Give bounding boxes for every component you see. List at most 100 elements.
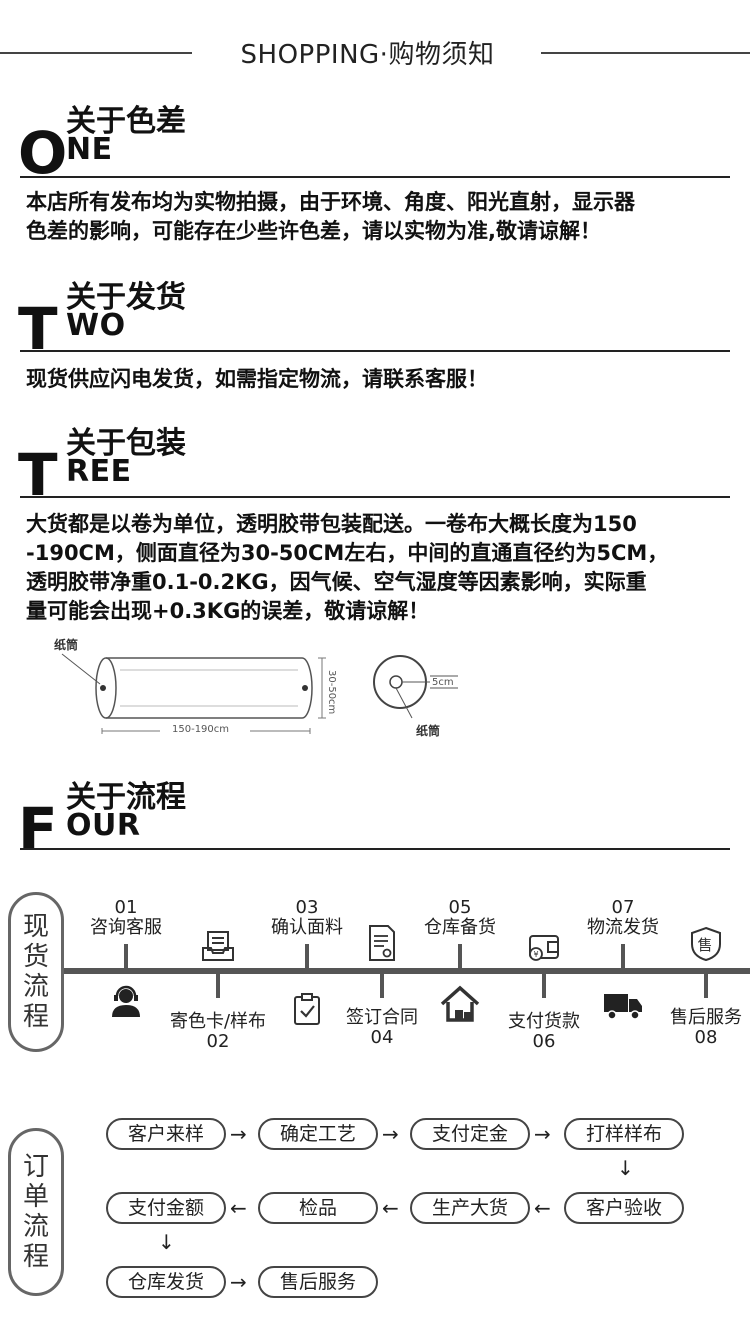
vertical-char: 程 (22, 1242, 49, 1272)
inbox-tray-icon (202, 931, 234, 961)
order-step-pay-amount: 支付金额 (106, 1192, 226, 1224)
arrow-down: ↓ (158, 1230, 175, 1254)
arrow-right: → (382, 1122, 399, 1146)
order-step-customer-acceptance: 客户验收 (564, 1192, 684, 1224)
order-step-after-sales: 售后服务 (258, 1266, 378, 1298)
step-number: 07 (611, 897, 635, 918)
tube-label: 纸筒 (54, 638, 79, 652)
step-label: 支付货款 (508, 1011, 580, 1032)
vertical-char: 流 (22, 1212, 49, 1242)
vertical-char: 现 (22, 912, 49, 942)
stock-process-flow: 现 货 流 程 01 咨询客服 寄色卡/样布 02 03 确认面料 (0, 880, 750, 1060)
vertical-char: 程 (22, 1002, 49, 1032)
section-two-title: 关于发货 (66, 280, 186, 315)
header-rule-right (541, 52, 750, 54)
page-header: SHOPPING·购物须知 (0, 30, 750, 76)
vertical-char: 订 (22, 1152, 49, 1182)
section-four-rule (20, 848, 730, 850)
step-number: 03 (295, 897, 319, 918)
section-two-en: WO (66, 308, 126, 343)
section-two-initial: T (18, 295, 58, 363)
core-tube-label: 纸筒 (416, 724, 441, 738)
section-three-en: REE (66, 454, 132, 489)
clipboard-check-icon (294, 993, 320, 1025)
order-step-pay-deposit: 支付定金 (410, 1118, 530, 1150)
section-four-en: OUR (66, 808, 141, 843)
timeline-tick (542, 972, 546, 998)
step-06: 支付货款 06 (508, 1012, 580, 1052)
step-label: 售后服务 (670, 1007, 742, 1028)
step-label: 仓库备货 (424, 917, 496, 938)
step-08: 售后服务 08 (670, 1008, 742, 1048)
fabric-roll-illustration (61, 653, 458, 734)
timeline-line (64, 968, 750, 974)
warehouse-icon (440, 985, 480, 1022)
arrow-left: ← (534, 1196, 551, 1220)
order-process-label: 订 单 流 程 (8, 1128, 64, 1296)
step-01: 01 咨询客服 (90, 898, 162, 938)
step-label: 寄色卡/样布 (169, 1011, 267, 1032)
order-process-flow: 订 单 流 程 客户来样 → 确定工艺 → 支付定金 → 打样样布 ↓ 支付金额… (0, 1110, 750, 1310)
timeline-tick (704, 972, 708, 998)
order-step-inspection: 检品 (258, 1192, 378, 1224)
section-one-rule (20, 176, 730, 178)
section-one-en: NE (66, 132, 113, 167)
section-one-text: 本店所有发布均为实物拍摄，由于环境、角度、阳光直射，显示器 色差的影响，可能存在… (26, 188, 732, 246)
timeline-tick (305, 944, 309, 970)
text-line: 量可能会出现+0.3KG的误差，敬请谅解！ (26, 599, 430, 623)
step-03: 03 确认面料 (271, 898, 343, 938)
timeline-tick (124, 944, 128, 970)
step-number: 02 (206, 1031, 230, 1052)
step-label: 物流发货 (587, 917, 659, 938)
section-one-title: 关于色差 (66, 104, 186, 139)
step-02: 寄色卡/样布 02 (170, 1012, 266, 1052)
step-label: 咨询客服 (90, 917, 162, 938)
timeline-tick (621, 944, 625, 970)
customer-service-icon (112, 985, 140, 1017)
text-line: 本店所有发布均为实物拍摄，由于环境、角度、阳光直射，显示器 (26, 190, 635, 214)
section-three-text: 大货都是以卷为单位，透明胶带包装配送。一卷布大概长度为150 -190CM，侧面… (26, 510, 732, 626)
arrow-left: ← (382, 1196, 399, 1220)
vertical-char: 流 (22, 972, 49, 1002)
section-two-rule (20, 350, 730, 352)
arrow-right: → (534, 1122, 551, 1146)
section-three-rule (20, 496, 730, 498)
header-rule-left (0, 52, 192, 54)
contract-document-icon (369, 925, 395, 961)
order-step-customer-sample: 客户来样 (106, 1118, 226, 1150)
svg-text:售: 售 (697, 936, 712, 954)
wallet-icon: ¥ (529, 935, 559, 961)
section-four-title: 关于流程 (66, 780, 186, 815)
text-line: 大货都是以卷为单位，透明胶带包装配送。一卷布大概长度为150 (26, 512, 637, 536)
step-number: 04 (370, 1027, 394, 1048)
step-number: 08 (694, 1027, 718, 1048)
length-label: 150-190cm (172, 724, 230, 735)
order-step-make-sample: 打样样布 (564, 1118, 684, 1150)
vertical-char: 货 (22, 942, 49, 972)
arrow-right: → (230, 1270, 247, 1294)
step-07: 07 物流发货 (587, 898, 659, 938)
stock-process-label: 现 货 流 程 (8, 892, 64, 1052)
step-label: 确认面料 (271, 917, 343, 938)
arrow-left: ← (230, 1196, 247, 1220)
after-sales-shield-icon: 售 (691, 926, 721, 962)
text-line: 透明胶带净重0.1-0.2KG，因气候、空气湿度等因素影响，实际重 (26, 570, 647, 594)
core-diameter-label: 5cm (432, 677, 454, 688)
truck-icon (604, 994, 642, 1020)
fabric-roll-diagram: 纸筒 150-190cm 30-50cm 5cm 纸筒 (40, 630, 530, 750)
step-number: 01 (114, 897, 138, 918)
text-line: -190CM，侧面直径为30-50CM左右，中间的直通直径约为5CM， (26, 541, 669, 565)
text-line: 现货供应闪电发货，如需指定物流，请联系客服！ (26, 367, 488, 391)
section-one-initial: O (18, 119, 68, 187)
step-05: 05 仓库备货 (424, 898, 496, 938)
order-step-warehouse-ship: 仓库发货 (106, 1266, 226, 1298)
section-three-initial: T (18, 441, 58, 509)
timeline-tick (458, 944, 462, 970)
step-label: 签订合同 (346, 1007, 418, 1028)
timeline-tick (216, 972, 220, 998)
step-04: 签订合同 04 (346, 1008, 418, 1048)
page-title: SHOPPING·购物须知 (240, 40, 495, 70)
arrow-down: ↓ (617, 1156, 634, 1180)
step-number: 05 (448, 897, 472, 918)
section-two-text: 现货供应闪电发货，如需指定物流，请联系客服！ (26, 365, 732, 394)
